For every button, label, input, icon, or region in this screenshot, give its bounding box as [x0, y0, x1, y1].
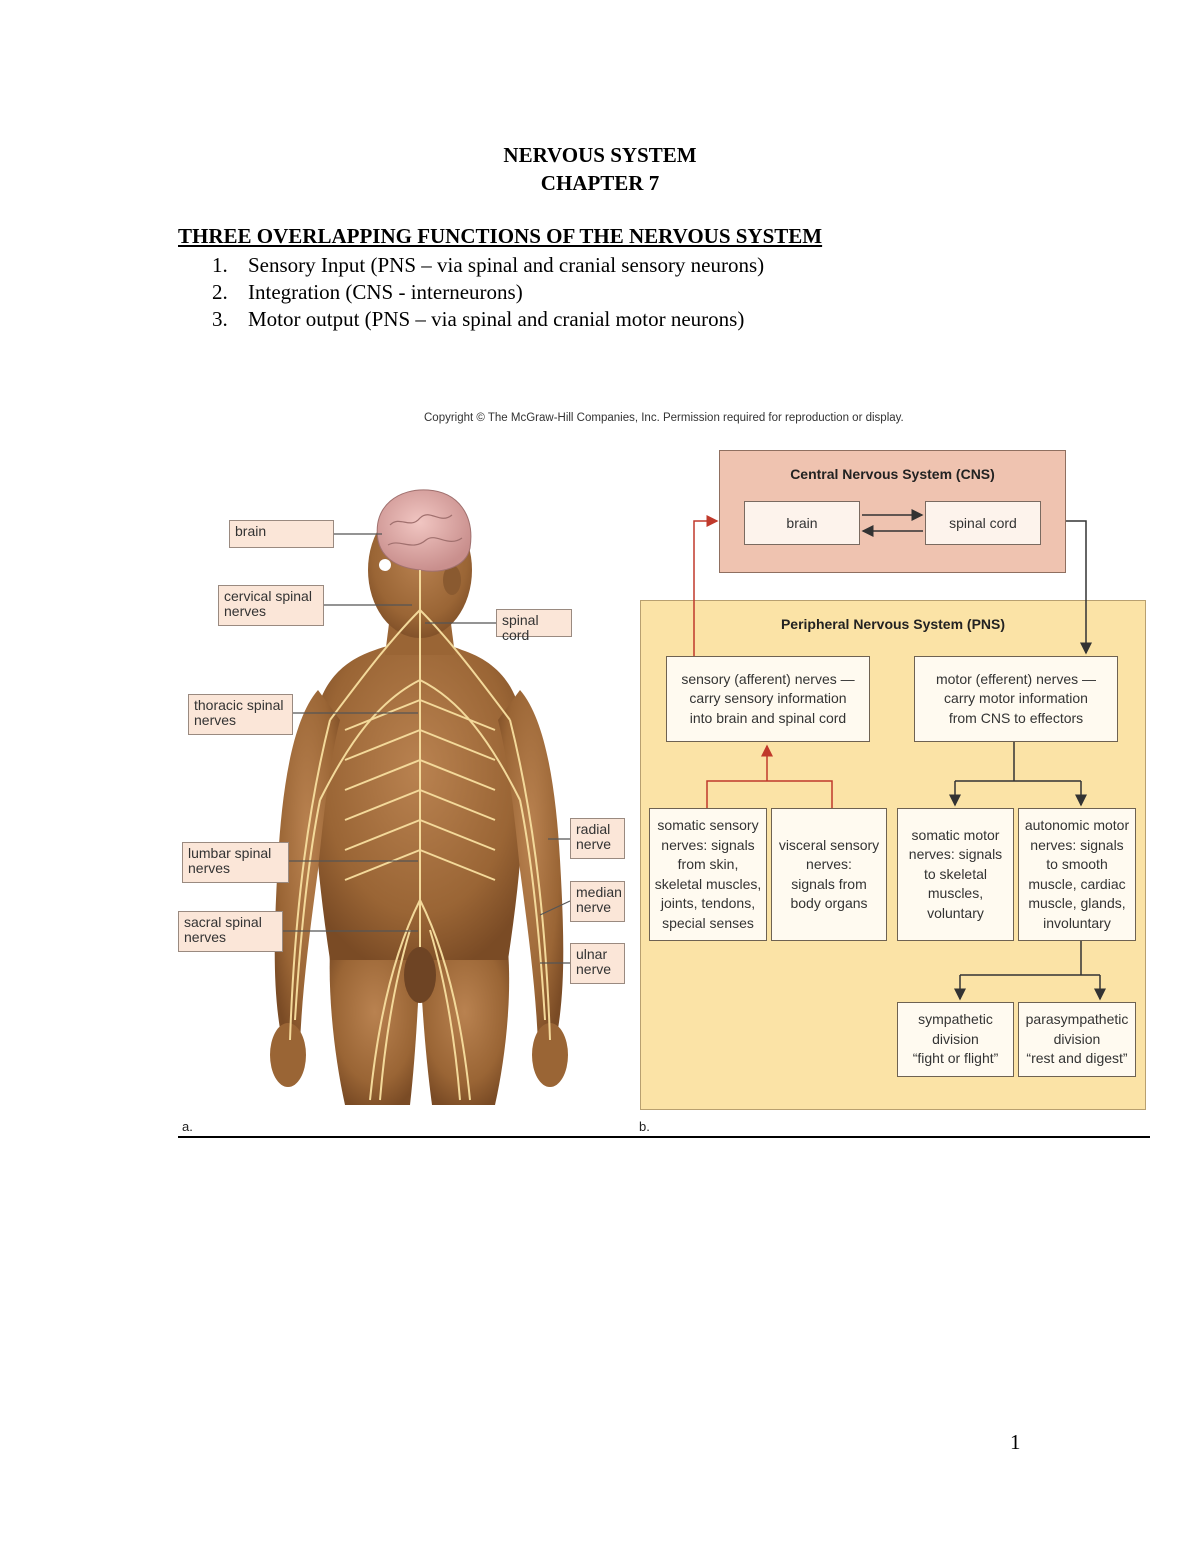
- sensory-nerves-box: sensory (afferent) nerves — carry sensor…: [666, 656, 870, 742]
- label-lumbar-spinal-nerves: lumbar spinal nerves: [182, 842, 289, 883]
- cns-to-motor-arrow: [1066, 520, 1092, 655]
- panel-a-label: a.: [182, 1119, 193, 1134]
- label-sacral-spinal-nerves: sacral spinal nerves: [178, 911, 283, 952]
- label-leaders: [283, 533, 571, 964]
- pns-title: Peripheral Nervous System (PNS): [780, 616, 1006, 632]
- label-radial-nerve: radial nerve: [570, 818, 625, 859]
- label-ulnar-nerve: ulnar nerve: [570, 943, 625, 984]
- somatic-motor-box: somatic motor nerves: signals to skeleta…: [897, 808, 1014, 941]
- cns-spinal-cord-box: spinal cord: [925, 501, 1041, 545]
- document-title: NERVOUS SYSTEM: [503, 143, 697, 167]
- list-item: 1.Sensory Input (PNS – via spinal and cr…: [212, 253, 765, 277]
- chapter-title: CHAPTER 7: [540, 171, 660, 195]
- cns-title: Central Nervous System (CNS): [790, 466, 995, 482]
- page-number: 1: [1010, 1430, 1021, 1454]
- somatic-sensory-box: somatic sensory nerves: signals from ski…: [649, 808, 767, 941]
- label-spinal-cord: spinal cord: [496, 609, 572, 643]
- label-median-nerve: median nerve: [570, 881, 625, 922]
- figure-baseline: [178, 1136, 1150, 1138]
- label-thoracic-spinal-nerves: thoracic spinal nerves: [188, 694, 293, 735]
- visceral-sensory-box: visceral sensory nerves: signals from bo…: [771, 808, 887, 941]
- function-list: 1.Sensory Input (PNS – via spinal and cr…: [212, 252, 764, 333]
- label-cervical-spinal-nerves: cervical spinal nerves: [218, 585, 324, 626]
- sensory-branch-bracket: [706, 780, 833, 808]
- section-heading: THREE OVERLAPPING FUNCTIONS OF THE NERVO…: [178, 224, 823, 248]
- list-item: 2.Integration (CNS - interneurons): [212, 280, 523, 304]
- autonomic-motor-box: autonomic motor nerves: signals to smoot…: [1018, 808, 1136, 941]
- panel-b-label: b.: [639, 1119, 650, 1134]
- nerve-network: [289, 570, 551, 1101]
- label-brain: brain: [229, 520, 334, 548]
- figure-copyright: Copyright © The McGraw-Hill Companies, I…: [424, 412, 904, 424]
- sympathetic-box: sympathetic division “fight or flight”: [897, 1002, 1014, 1077]
- cns-brain-box: brain: [744, 501, 860, 545]
- parasympathetic-box: parasympathetic division “rest and diges…: [1018, 1002, 1136, 1077]
- list-item: 3.Motor output (PNS – via spinal and cra…: [212, 307, 745, 331]
- sensory-to-cns-arrow: [693, 515, 719, 656]
- motor-nerves-box: motor (efferent) nerves — carry motor in…: [914, 656, 1118, 742]
